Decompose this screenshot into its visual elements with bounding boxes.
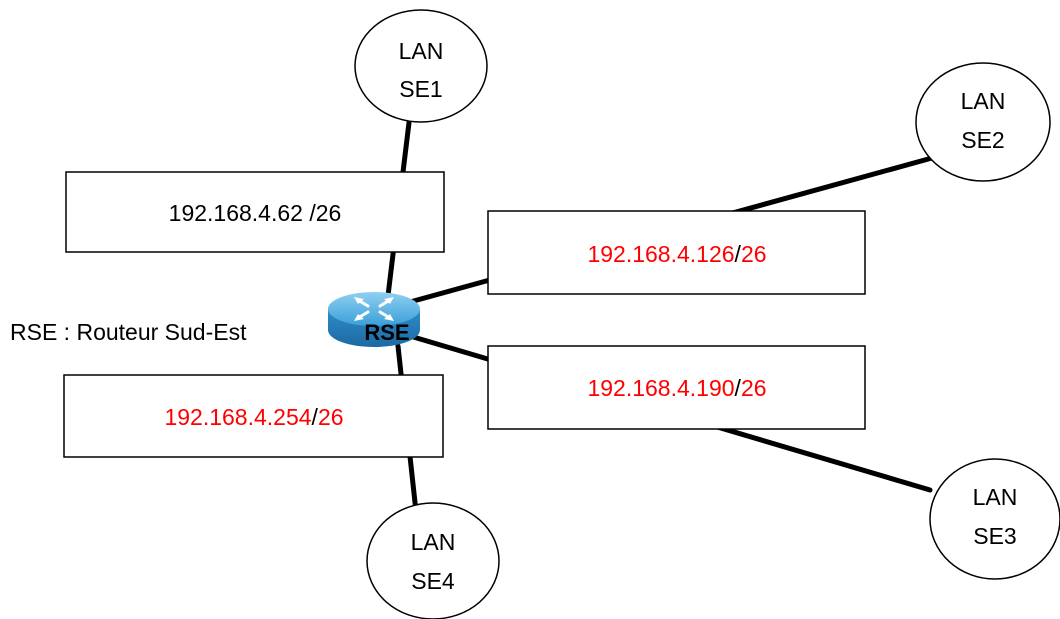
interface-box-1: 192.168.4.62 /26: [65, 171, 445, 253]
interface-ip-3: 192.168.4.190: [587, 375, 734, 401]
lan-se4-line2: SE4: [411, 568, 455, 594]
interface-sep-3: /: [735, 375, 742, 401]
router-icon: [328, 292, 420, 347]
interface-ip-4: 192.168.4.254: [164, 404, 311, 430]
lan-se3-line1: LAN: [973, 484, 1018, 510]
lan-se2: LAN SE2: [915, 62, 1051, 182]
lan-se1-line2: SE1: [399, 76, 442, 102]
lan-se4: LAN SE4: [366, 502, 500, 619]
svg-text:192.168.4.62 /26: 192.168.4.62 /26: [169, 200, 342, 226]
lan-se3: LAN SE3: [929, 458, 1060, 580]
svg-text:192.168.4.190/26: 192.168.4.190/26: [587, 375, 766, 401]
svg-text:192.168.4.254/26: 192.168.4.254/26: [164, 404, 343, 430]
router-label: RSE: [364, 320, 409, 345]
lan-se1: LAN SE1: [354, 9, 488, 123]
interface-ip-2: 192.168.4.126: [587, 241, 734, 267]
interface-sep-2: /: [735, 241, 742, 267]
lan-se4-line1: LAN: [411, 529, 456, 555]
lan-se2-line1: LAN: [961, 88, 1006, 114]
interface-box-4: 192.168.4.254/26: [63, 374, 444, 458]
links: [383, 95, 935, 533]
interface-mask-4: 26: [318, 404, 344, 430]
interface-mask-1: 26: [316, 200, 342, 226]
interface-mask-2: 26: [741, 241, 767, 267]
lan-se3-line2: SE3: [973, 523, 1016, 549]
router-legend: RSE : Routeur Sud-Est: [10, 319, 247, 345]
lan-se2-line2: SE2: [961, 127, 1004, 153]
lan-se1-line1: LAN: [399, 38, 444, 64]
interface-box-2: 192.168.4.126/26: [487, 210, 866, 295]
interface-ip-1: 192.168.4.62: [169, 200, 303, 226]
interface-box-3: 192.168.4.190/26: [487, 345, 866, 430]
interface-sep-1: /: [303, 200, 316, 226]
interface-sep-4: /: [312, 404, 319, 430]
interface-mask-3: 26: [741, 375, 767, 401]
svg-text:192.168.4.126/26: 192.168.4.126/26: [587, 241, 766, 267]
